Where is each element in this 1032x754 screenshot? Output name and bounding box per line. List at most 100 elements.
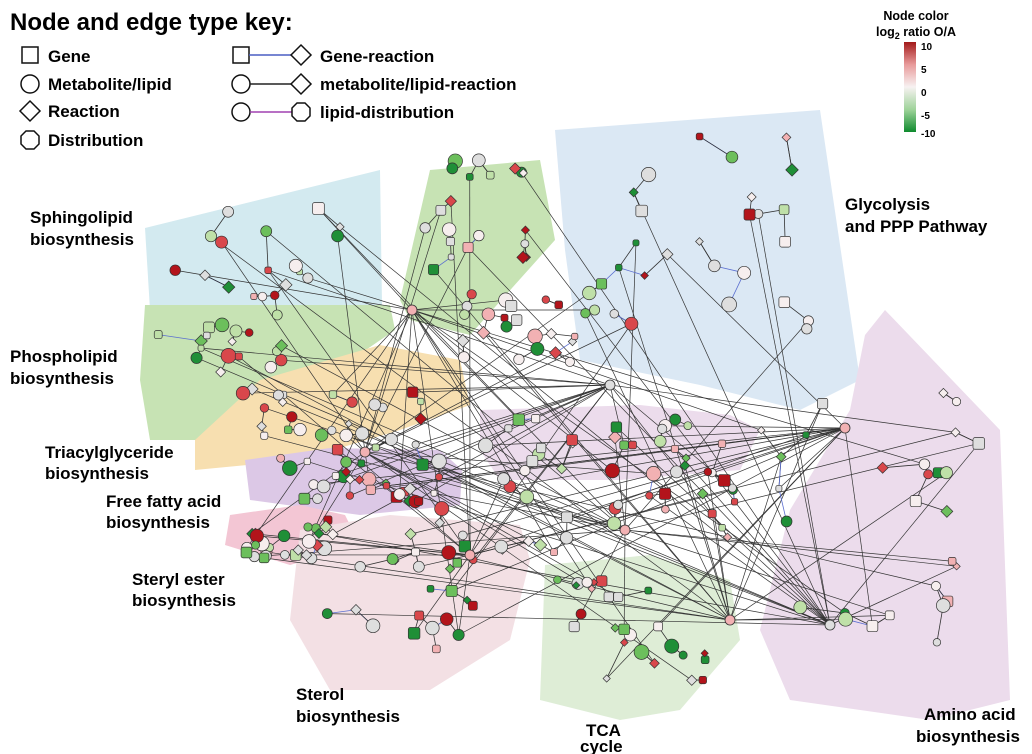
edge xyxy=(411,309,925,465)
edge xyxy=(412,384,611,393)
gene-node xyxy=(550,548,558,557)
edge xyxy=(323,384,611,487)
reaction-node xyxy=(518,168,528,178)
edge xyxy=(521,172,831,626)
reaction-diamond-icon xyxy=(18,99,42,123)
metabolite-node xyxy=(645,491,654,500)
gene-node xyxy=(153,330,163,339)
gene-node xyxy=(531,414,541,424)
gene-node xyxy=(203,331,211,340)
metabolite-node xyxy=(727,483,737,493)
gene-node xyxy=(635,204,648,218)
reaction-node xyxy=(681,453,691,463)
edge xyxy=(386,427,846,487)
metabolite-node xyxy=(936,598,951,613)
reaction-node xyxy=(520,225,530,235)
edge xyxy=(618,427,846,506)
reaction-node xyxy=(781,132,792,143)
reaction-node xyxy=(602,674,611,683)
metabolite-node xyxy=(331,229,344,243)
edge xyxy=(415,384,611,502)
region-labels: Sphingolipid biosynthesis Phospholipid b… xyxy=(10,195,1020,754)
metabolite-node xyxy=(393,488,406,501)
gene-node xyxy=(554,300,563,310)
reaction-node xyxy=(950,427,961,438)
edge xyxy=(265,230,626,531)
reaction-node xyxy=(509,162,522,175)
metabolite-node xyxy=(604,463,620,479)
edge xyxy=(413,554,471,634)
edge xyxy=(411,309,655,664)
metabolite-node xyxy=(293,423,307,437)
edge xyxy=(609,384,956,433)
metabolite-node xyxy=(280,550,290,560)
gene-node xyxy=(467,600,478,611)
metabolite-node xyxy=(321,608,333,619)
reaction-node xyxy=(292,544,304,556)
reaction-node xyxy=(444,563,456,574)
label-triacylglyceride: Triacylglyceride xyxy=(45,443,174,462)
metabolite-node xyxy=(229,324,243,338)
gene-node xyxy=(447,253,455,261)
edge xyxy=(313,427,846,485)
reaction-node xyxy=(313,528,325,540)
edge xyxy=(760,429,782,458)
metabolite-node xyxy=(641,166,657,183)
edge xyxy=(450,201,471,556)
gene-node xyxy=(328,390,338,399)
edge xyxy=(614,437,626,531)
hub-metabolite-node xyxy=(406,304,418,316)
metabolite-node xyxy=(340,456,352,468)
metabolite-node xyxy=(582,285,597,301)
edge xyxy=(281,345,626,531)
edge xyxy=(778,427,846,489)
reaction-node xyxy=(215,366,227,378)
reaction-node xyxy=(256,421,267,432)
edge xyxy=(623,529,626,630)
metabolite-node xyxy=(361,471,377,487)
metabolite-node xyxy=(609,309,619,319)
metabolite-node xyxy=(780,515,793,528)
gene-node xyxy=(866,620,879,632)
metabolite-node xyxy=(431,453,447,469)
key-distribution-label: Distribution xyxy=(48,131,143,150)
edge xyxy=(364,227,426,453)
edge xyxy=(729,614,890,621)
metabolite-node xyxy=(346,396,358,408)
edge xyxy=(644,254,668,276)
metabolite-node xyxy=(458,530,468,541)
metabolite-node xyxy=(458,351,470,364)
metabolite-node xyxy=(793,600,808,615)
gene-node xyxy=(778,204,790,215)
metabolite-node xyxy=(575,608,587,620)
reaction-node xyxy=(277,397,288,407)
metabolite-node xyxy=(678,650,688,660)
metabolite-node xyxy=(530,341,545,356)
gene-node xyxy=(407,386,419,398)
reaction-node xyxy=(199,269,211,281)
edge xyxy=(483,332,731,621)
gene-node xyxy=(435,204,447,216)
metabolite-node xyxy=(708,259,721,273)
metabolite-node xyxy=(282,460,298,476)
reaction-node xyxy=(549,346,563,360)
gene-node xyxy=(505,300,518,312)
metabolite-node xyxy=(737,265,752,280)
gene-node xyxy=(535,442,547,454)
gene-node xyxy=(595,278,608,290)
edge xyxy=(469,432,956,556)
metabolite-node xyxy=(478,437,494,454)
metabolite-node xyxy=(446,162,459,175)
edge xyxy=(438,476,626,531)
scale-tick-minus-5: -5 xyxy=(921,111,930,122)
reaction-node xyxy=(404,527,417,541)
metabolite-node xyxy=(918,458,931,470)
edge xyxy=(318,208,413,311)
metabolite-node xyxy=(500,320,513,333)
label-tca: TCA xyxy=(586,721,621,740)
edge xyxy=(281,359,611,386)
reaction-node xyxy=(444,195,457,208)
reaction-node xyxy=(619,638,629,647)
reaction-node xyxy=(567,336,578,347)
edge xyxy=(458,554,471,635)
